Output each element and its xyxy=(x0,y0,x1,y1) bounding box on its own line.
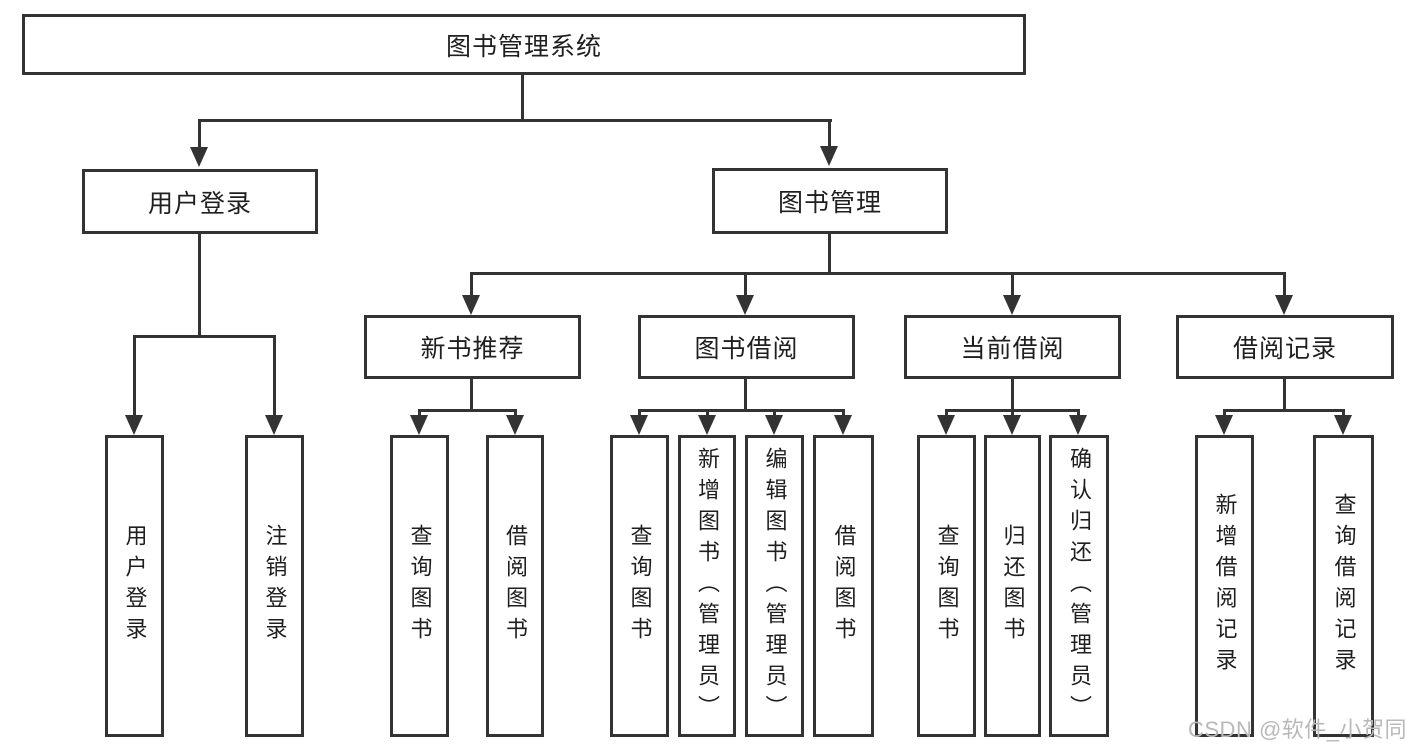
node-root-label: 图书管理系统 xyxy=(445,32,602,61)
connector-line xyxy=(706,409,709,419)
connector-line xyxy=(198,119,201,149)
connector-line xyxy=(773,409,776,419)
arrow-down-icon xyxy=(410,415,428,435)
connector-line xyxy=(521,74,524,120)
leaf-borrow-books: 借阅图书 xyxy=(486,435,544,737)
leaf-confirm-return-admin: 确认归还（管理员） xyxy=(1049,435,1109,737)
connector-line xyxy=(1283,272,1286,297)
connector-line xyxy=(828,119,831,148)
leaf-logout: 注销登录 xyxy=(245,435,304,737)
connector-line xyxy=(470,272,473,297)
connector-line xyxy=(198,119,832,122)
connector-line xyxy=(1011,379,1014,411)
arrow-down-icon xyxy=(1275,295,1293,315)
arrow-down-icon xyxy=(462,295,480,315)
connector-line xyxy=(470,379,473,411)
connector-line xyxy=(470,272,1286,275)
connector-line xyxy=(1077,409,1080,419)
leaf-query-books: 查询图书 xyxy=(917,435,976,737)
section-label: 当前借阅 xyxy=(960,335,1065,363)
connector-line xyxy=(945,409,948,419)
arrow-down-icon xyxy=(937,415,955,435)
arrow-down-icon xyxy=(630,415,648,435)
section-label: 借阅记录 xyxy=(1232,335,1337,363)
connector-line xyxy=(418,409,421,419)
arrow-down-icon xyxy=(834,415,852,435)
arrow-down-icon xyxy=(190,147,208,167)
arrow-down-icon xyxy=(265,415,283,435)
arrow-down-icon xyxy=(1069,415,1087,435)
connector-line xyxy=(842,409,845,419)
leaf-return-books: 归还图书 xyxy=(984,435,1041,737)
node-user-login-label: 用户登录 xyxy=(147,189,252,218)
leaf-label: 借阅图书 xyxy=(503,524,528,648)
connector-line xyxy=(1223,409,1226,419)
connector-line xyxy=(744,272,747,297)
connector-line xyxy=(418,409,517,412)
arrow-down-icon xyxy=(736,295,754,315)
node-book-management-label: 图书管理 xyxy=(777,189,882,217)
arrow-down-icon xyxy=(506,415,524,435)
leaf-label: 新增图书（管理员） xyxy=(695,446,720,726)
connector-line xyxy=(198,233,201,335)
connector-line xyxy=(1223,409,1345,412)
leaf-user-login: 用户登录 xyxy=(105,435,164,737)
leaf-query-books: 查询图书 xyxy=(390,435,449,737)
leaf-label: 归还图书 xyxy=(1000,524,1026,648)
leaf-label: 查询图书 xyxy=(934,524,960,648)
arrow-down-icon xyxy=(1334,415,1352,435)
leaf-label: 编辑图书（管理员） xyxy=(762,446,788,726)
arrow-down-icon xyxy=(820,146,838,166)
connector-line xyxy=(744,379,747,411)
arrow-down-icon xyxy=(1003,295,1021,315)
node-book-management: 图书管理 xyxy=(712,168,948,234)
arrow-down-icon xyxy=(1003,415,1021,435)
node-book-borrowing: 图书借阅 xyxy=(638,315,855,379)
leaf-label: 确认归还（管理员） xyxy=(1067,446,1092,726)
node-root: 图书管理系统 xyxy=(22,14,1026,75)
section-label: 新书推荐 xyxy=(420,335,525,363)
node-current-borrowing: 当前借阅 xyxy=(904,315,1121,379)
connector-line xyxy=(273,335,276,415)
leaf-add-borrow-record: 新增借阅记录 xyxy=(1195,435,1254,737)
connector-line xyxy=(1011,272,1014,297)
arrow-down-icon xyxy=(1215,415,1233,435)
leaf-query-books: 查询图书 xyxy=(610,435,669,737)
leaf-label: 查询图书 xyxy=(627,524,653,648)
leaf-label: 查询图书 xyxy=(407,524,433,648)
leaf-label: 新增借阅记录 xyxy=(1212,493,1238,679)
leaf-label: 查询借阅记录 xyxy=(1331,493,1357,679)
csdn-watermark: CSDN @软件_小贺同学 xyxy=(1188,717,1405,742)
arrow-down-icon xyxy=(125,415,143,435)
connector-line xyxy=(133,335,276,338)
arrow-down-icon xyxy=(698,415,716,435)
connector-line xyxy=(1011,409,1014,419)
leaf-add-books-admin: 新增图书（管理员） xyxy=(678,435,736,737)
leaf-edit-books-admin: 编辑图书（管理员） xyxy=(745,435,804,737)
leaf-label: 借阅图书 xyxy=(831,524,857,648)
node-user-login: 用户登录 xyxy=(82,169,318,234)
leaf-borrow-books: 借阅图书 xyxy=(813,435,874,737)
connector-line xyxy=(133,335,136,415)
section-label: 图书借阅 xyxy=(694,335,799,363)
leaf-label: 用户登录 xyxy=(122,524,148,648)
node-new-book-recommendation: 新书推荐 xyxy=(364,315,581,379)
connector-line xyxy=(638,409,845,412)
connector-line xyxy=(828,233,831,274)
connector-line xyxy=(638,409,641,419)
connector-line xyxy=(1283,379,1286,411)
leaf-query-borrow-record: 查询借阅记录 xyxy=(1313,435,1374,737)
leaf-label: 注销登录 xyxy=(262,524,288,648)
connector-line xyxy=(514,409,517,419)
connector-line xyxy=(1342,409,1345,419)
node-borrowing-records: 借阅记录 xyxy=(1176,315,1394,379)
arrow-down-icon xyxy=(765,415,783,435)
